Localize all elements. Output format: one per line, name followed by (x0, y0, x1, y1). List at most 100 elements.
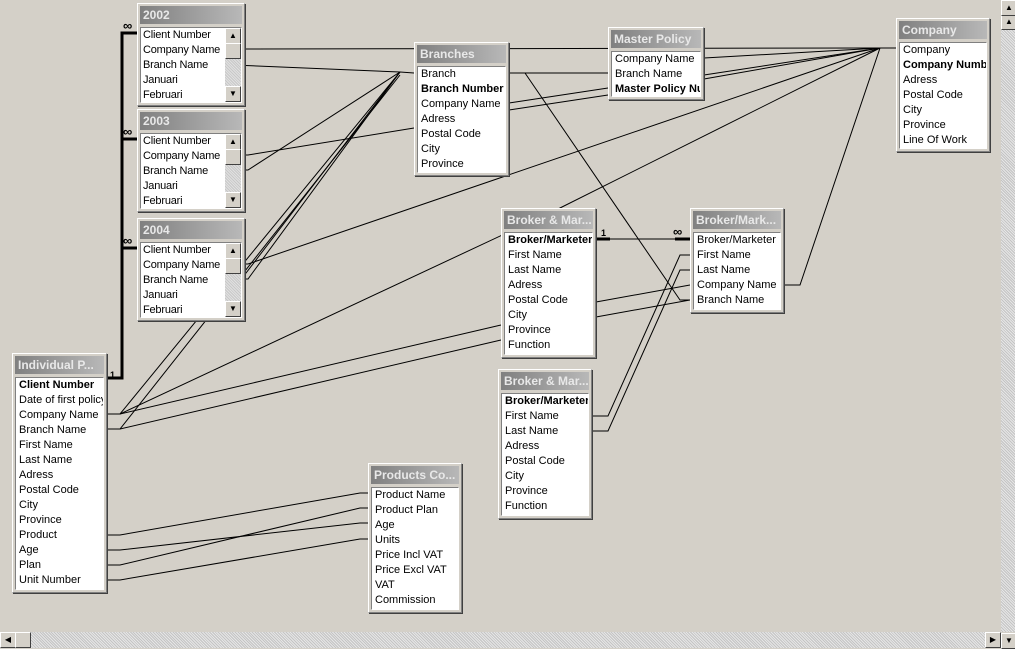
table-title[interactable]: 2002 (140, 6, 242, 24)
field-item[interactable]: Postal Code (421, 128, 481, 140)
field-item[interactable]: Company (903, 44, 951, 56)
field-item[interactable]: Februari (143, 304, 183, 316)
field-item[interactable]: Broker/Marketer ID (508, 234, 592, 246)
field-item[interactable]: Branch Name (615, 68, 683, 80)
field-item[interactable]: Adress (505, 440, 540, 452)
field-item[interactable]: Branch Name (19, 424, 87, 436)
field-item[interactable]: Product Plan (375, 504, 438, 516)
field-item[interactable]: Date of first policy (19, 394, 103, 406)
field-item[interactable]: Branch (421, 68, 456, 80)
field-item[interactable]: Adress (19, 469, 54, 481)
field-item[interactable]: Price Incl VAT (375, 549, 444, 561)
field-item[interactable]: Company Name (143, 259, 221, 271)
table-title[interactable]: Broker & Mar... (504, 211, 593, 229)
scroll-down-icon[interactable]: ▼ (225, 192, 241, 208)
table-broker1[interactable]: Broker & Mar... Broker/Marketer ID First N… (501, 208, 596, 358)
table-title[interactable]: Master Policy (611, 30, 701, 48)
field-item[interactable]: Broker/Marketer (697, 234, 776, 246)
scroll-down-button[interactable]: ▼ (1001, 633, 1015, 649)
field-scrollbar[interactable]: ▲▼ (225, 134, 241, 208)
field-scrollbar[interactable]: ▲▼ (225, 243, 241, 317)
field-item[interactable]: Postal Code (903, 89, 963, 101)
vertical-scrollbar[interactable]: ▲ (1001, 14, 1015, 632)
field-item[interactable]: First Name (19, 439, 73, 451)
field-item[interactable]: Line Of Work (903, 134, 967, 146)
field-item[interactable]: City (421, 143, 440, 155)
scroll-down-icon[interactable]: ▼ (225, 86, 241, 102)
field-item[interactable]: Company Name (143, 150, 221, 162)
field-item[interactable]: Province (421, 158, 464, 170)
field-item[interactable]: Branch Name (143, 274, 209, 286)
field-item[interactable]: Januari (143, 289, 178, 301)
scroll-up-icon[interactable]: ▲ (1001, 14, 1015, 30)
field-item[interactable]: Company Name (615, 53, 695, 65)
field-item[interactable]: Branch Name (143, 165, 209, 177)
field-item[interactable]: Company Number (903, 59, 986, 71)
field-item[interactable]: Company Name (697, 279, 777, 291)
table-broker2[interactable]: Broker & Mar...Broker/Marketer IDFirst N… (498, 369, 592, 519)
scroll-left-button[interactable]: ◀ (0, 632, 16, 648)
field-item[interactable]: Function (505, 500, 548, 512)
field-item[interactable]: Last Name (505, 425, 559, 437)
field-item[interactable]: Units (375, 534, 401, 546)
field-item[interactable]: Commission (375, 594, 436, 606)
field-item[interactable]: Postal Code (508, 294, 568, 306)
scroll-right-button[interactable]: ▶ (985, 632, 1001, 648)
field-item[interactable]: Adress (903, 74, 938, 86)
field-item[interactable]: Plan (19, 559, 42, 571)
field-item[interactable]: Branch Name (697, 294, 765, 306)
scroll-down-icon[interactable]: ▼ (225, 301, 241, 317)
field-item[interactable]: Province (505, 485, 548, 497)
scroll-thumb[interactable] (225, 149, 241, 165)
table-title[interactable]: 2003 (140, 112, 242, 130)
table-title[interactable]: Individual P... (15, 356, 104, 374)
field-item[interactable]: Function (508, 339, 551, 351)
field-item[interactable]: Last Name (19, 454, 73, 466)
field-item[interactable]: Product Name (375, 489, 446, 501)
scroll-up-icon[interactable]: ▲ (225, 134, 241, 150)
field-item[interactable]: Province (508, 324, 551, 336)
field-item[interactable]: Last Name (697, 264, 751, 276)
field-item[interactable]: Client Number (143, 135, 211, 147)
scroll-up-icon[interactable]: ▲ (225, 243, 241, 259)
field-item[interactable]: Product (19, 529, 57, 541)
field-item[interactable]: Januari (143, 180, 178, 192)
field-item[interactable]: Postal Code (19, 484, 79, 496)
scroll-up-icon[interactable]: ▲ (225, 28, 241, 44)
scroll-up-button[interactable]: ▲ (1001, 0, 1015, 16)
table-title[interactable]: Branches (417, 45, 506, 63)
field-item[interactable]: Age (375, 519, 395, 531)
field-item[interactable]: First Name (508, 249, 562, 261)
scroll-thumb[interactable] (225, 43, 241, 59)
field-scrollbar[interactable]: ▲▼ (225, 28, 241, 102)
field-item[interactable]: Broker/Marketer ID (505, 395, 588, 407)
field-item[interactable]: Last Name (508, 264, 562, 276)
field-item[interactable]: Province (19, 514, 62, 526)
field-item[interactable]: Company Name (19, 409, 99, 421)
field-item[interactable]: Company Name (421, 98, 501, 110)
scroll-thumb[interactable] (225, 258, 241, 274)
field-item[interactable]: Client Number (143, 29, 211, 41)
field-item[interactable]: City (19, 499, 38, 511)
field-item[interactable]: First Name (505, 410, 559, 422)
field-item[interactable]: Province (903, 119, 946, 131)
table-title[interactable]: 2004 (140, 221, 242, 239)
field-item[interactable]: Februari (143, 195, 183, 207)
field-item[interactable]: Branch Number (421, 83, 504, 95)
